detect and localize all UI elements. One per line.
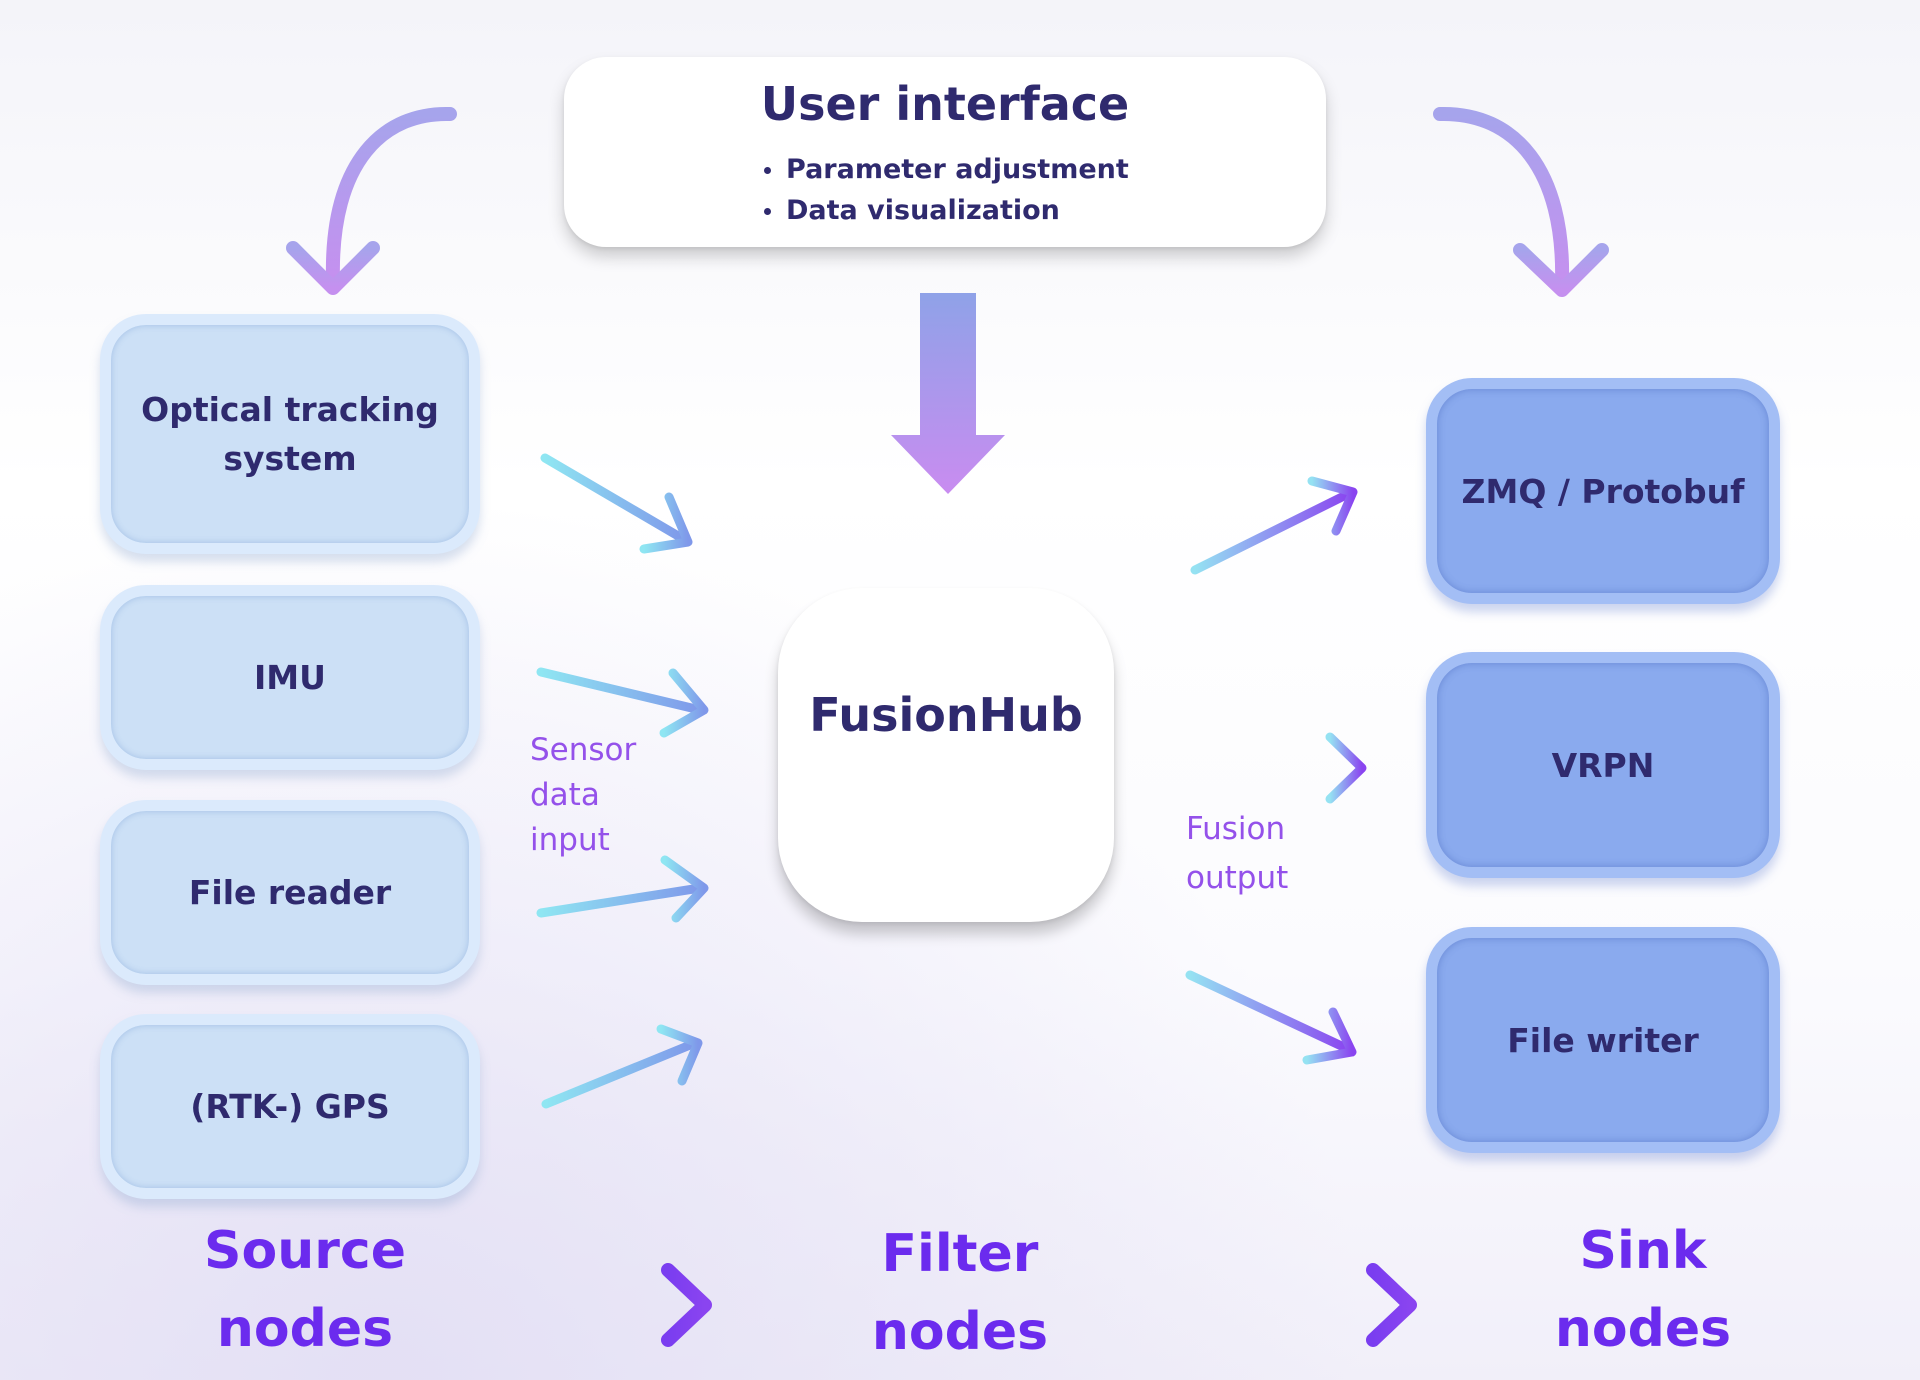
output-arrow-zmq (1190, 476, 1358, 575)
sink-node-label: VRPN (1551, 745, 1655, 785)
ui-to-sinks-arrow (1433, 106, 1609, 297)
input-arrow-file-reader (536, 855, 709, 923)
input-arrow-imu (536, 667, 709, 738)
source-node-imu: IMU (100, 585, 480, 770)
fusion-output-label: Fusion output (1186, 811, 1289, 896)
sink-node-label: File writer (1507, 1020, 1699, 1060)
source-node-optical-tracking: Optical tracking system (100, 314, 480, 554)
source-node-label: system (223, 439, 357, 478)
source-node-label: Optical tracking (141, 390, 439, 429)
source-node-label: (RTK-) GPS (190, 1087, 390, 1126)
source-nodes-category: Source nodes (204, 1221, 406, 1359)
source-to-filter-arrow (500, 1263, 712, 1347)
sink-nodes-category: Sink nodes (1554, 1221, 1732, 1359)
filter-nodes-category: Filter nodes (871, 1224, 1049, 1362)
sink-node-zmq-protobuf: ZMQ / Protobuf (1426, 378, 1780, 604)
feature-item: Data visualization (764, 190, 1129, 231)
sink-node-vrpn: VRPN (1426, 652, 1780, 878)
output-arrow-file-writer (1185, 970, 1357, 1065)
filter-to-sink-arrow (1205, 1263, 1417, 1347)
user-interface-title: User interface (760, 77, 1130, 131)
ui-to-hub-arrow (891, 293, 1005, 494)
user-interface-card: User interface Parameter adjustment Data… (564, 57, 1326, 247)
source-node-file-reader: File reader (100, 800, 480, 985)
source-node-gps: (RTK-) GPS (100, 1014, 480, 1199)
source-node-label: File reader (188, 873, 392, 912)
sink-node-file-writer: File writer (1426, 927, 1780, 1153)
fusionhub-node: FusionHub (778, 588, 1114, 922)
feature-item: Parameter adjustment (764, 149, 1129, 190)
sink-node-label: ZMQ / Protobuf (1461, 471, 1745, 511)
fusionhub-label: FusionHub (809, 688, 1083, 742)
source-node-label: IMU (254, 658, 326, 697)
input-arrow-gps (541, 1024, 703, 1109)
sensor-data-input-label: Sensor data input (530, 732, 637, 858)
user-interface-feature-list: Parameter adjustment Data visualization (764, 149, 1129, 231)
input-arrow-optical (540, 453, 693, 554)
output-arrow-vrpn (1180, 732, 1367, 804)
ui-to-sources-arrow (286, 106, 457, 295)
